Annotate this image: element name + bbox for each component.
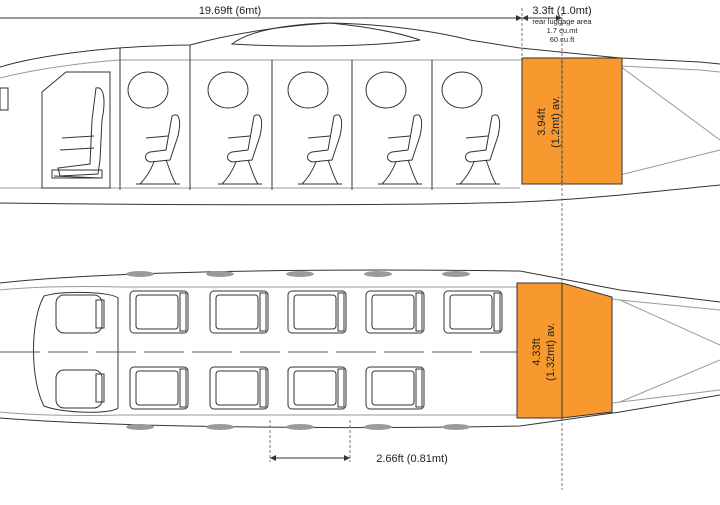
top-window xyxy=(364,271,392,277)
side-pilot-seat xyxy=(51,87,105,179)
top-window xyxy=(126,271,154,277)
top-pilot-seat xyxy=(55,294,105,334)
side-cabin-ceiling xyxy=(0,59,720,79)
top-window xyxy=(126,424,154,430)
top-window xyxy=(442,271,470,277)
top-window-dots xyxy=(126,271,470,430)
top-fuselage-bottom xyxy=(0,394,720,429)
luggage-height-metric-label: (1.2mt) av. xyxy=(550,96,562,148)
side-cockpit-compartment xyxy=(41,71,111,189)
top-cockpit-outline xyxy=(33,291,119,413)
top-passenger-seat xyxy=(129,366,189,410)
top-window xyxy=(286,424,314,430)
side-windows xyxy=(127,71,483,109)
side-seats xyxy=(136,114,501,185)
side-window xyxy=(287,71,329,109)
top-seats xyxy=(129,290,503,410)
side-passenger-seat xyxy=(378,114,423,185)
luggage-width-label: 4.33ft xyxy=(531,338,543,366)
cabin-length-label: 19.69ft (6mt) xyxy=(199,5,261,17)
top-passenger-seat xyxy=(209,366,269,410)
top-window xyxy=(364,424,392,430)
luggage-area-label: rear luggage area xyxy=(532,17,592,26)
side-window xyxy=(441,71,483,109)
luggage-length-label: 3.3ft (1.0mt) xyxy=(532,5,591,17)
top-passenger-seat xyxy=(129,290,189,334)
top-window xyxy=(206,424,234,430)
top-tail-line xyxy=(619,359,720,403)
luggage-volume-imperial: 60 cu.ft xyxy=(550,35,576,44)
side-passenger-seat xyxy=(218,114,263,185)
side-canopy xyxy=(230,22,421,47)
top-passenger-seat xyxy=(443,290,503,334)
arrow-icon xyxy=(556,15,562,21)
side-view xyxy=(0,22,720,206)
top-passenger-seat xyxy=(365,290,425,334)
top-window xyxy=(206,271,234,277)
side-passenger-seat xyxy=(136,114,181,185)
top-cabin-wall xyxy=(0,389,720,417)
luggage-volume-metric: 1.7 cu.mt xyxy=(547,26,579,35)
luggage-height-label: 3.94ft xyxy=(536,108,548,136)
side-luggage-area xyxy=(521,57,623,185)
luggage-width-metric-label: (1.32mt) av. xyxy=(545,323,557,381)
side-passenger-seat xyxy=(298,114,343,185)
side-nose-window xyxy=(0,87,9,111)
side-passenger-seat xyxy=(456,114,501,185)
top-window xyxy=(442,424,470,430)
top-window xyxy=(286,271,314,277)
side-tail-line xyxy=(619,65,720,141)
top-passenger-seat xyxy=(209,290,269,334)
side-tail-line xyxy=(619,149,720,176)
side-window xyxy=(207,71,249,109)
side-window xyxy=(127,71,169,109)
arrow-icon xyxy=(516,15,528,21)
seat-pitch-label: 2.66ft (0.81mt) xyxy=(376,453,448,465)
top-fuselage-top xyxy=(0,269,720,303)
top-tail-line xyxy=(619,299,720,346)
top-passenger-seat xyxy=(287,366,347,410)
top-cabin-wall xyxy=(0,285,720,311)
top-passenger-seat xyxy=(365,366,425,410)
side-fuselage-bottom xyxy=(0,184,720,206)
top-view xyxy=(0,269,720,429)
top-pilot-seat xyxy=(55,369,105,409)
side-window xyxy=(365,71,407,109)
top-passenger-seat xyxy=(287,290,347,334)
